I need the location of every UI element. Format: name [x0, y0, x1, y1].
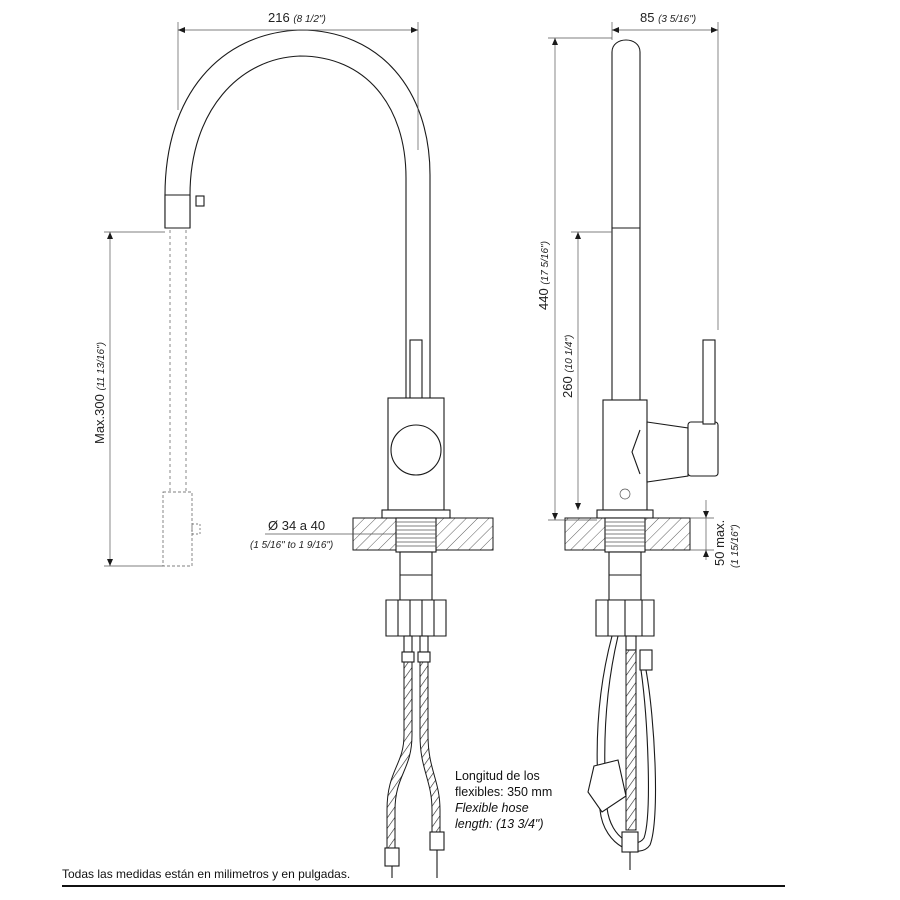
dim-height-total: 440 (17 5/16"): [536, 241, 551, 310]
dim-deck-thickness: 50 max.: [712, 520, 727, 566]
dim-spout-height: 260 (10 1/4"): [560, 335, 575, 398]
hose-note-es-line1: Longitud de los: [455, 769, 540, 783]
dim-hole-diameter-in: (1 5/16" to 1 9/16"): [250, 540, 333, 551]
dim-deck-thickness-in: (1 15/16"): [730, 524, 741, 568]
front-view: [162, 29, 494, 878]
side-view: [564, 39, 719, 870]
dimension-arrows: [107, 27, 718, 566]
hose-note-en-line1: Flexible hose: [455, 801, 529, 815]
dim-hole-diameter: Ø 34 a 40: [268, 518, 325, 533]
footer-note: Todas las medidas están en milimetros y …: [62, 867, 350, 881]
dim-width-total: 216 (8 1/2"): [268, 10, 326, 25]
dim-depth: 85 (3 5/16"): [640, 10, 696, 25]
dimension-lines: [104, 22, 719, 567]
hose-note-es-line2: flexibles: 350 mm: [455, 785, 552, 799]
dim-pullout-max: Max.300 (11 13/16"): [92, 342, 107, 444]
hose-note-en-line2: length: (13 3/4"): [455, 817, 544, 831]
